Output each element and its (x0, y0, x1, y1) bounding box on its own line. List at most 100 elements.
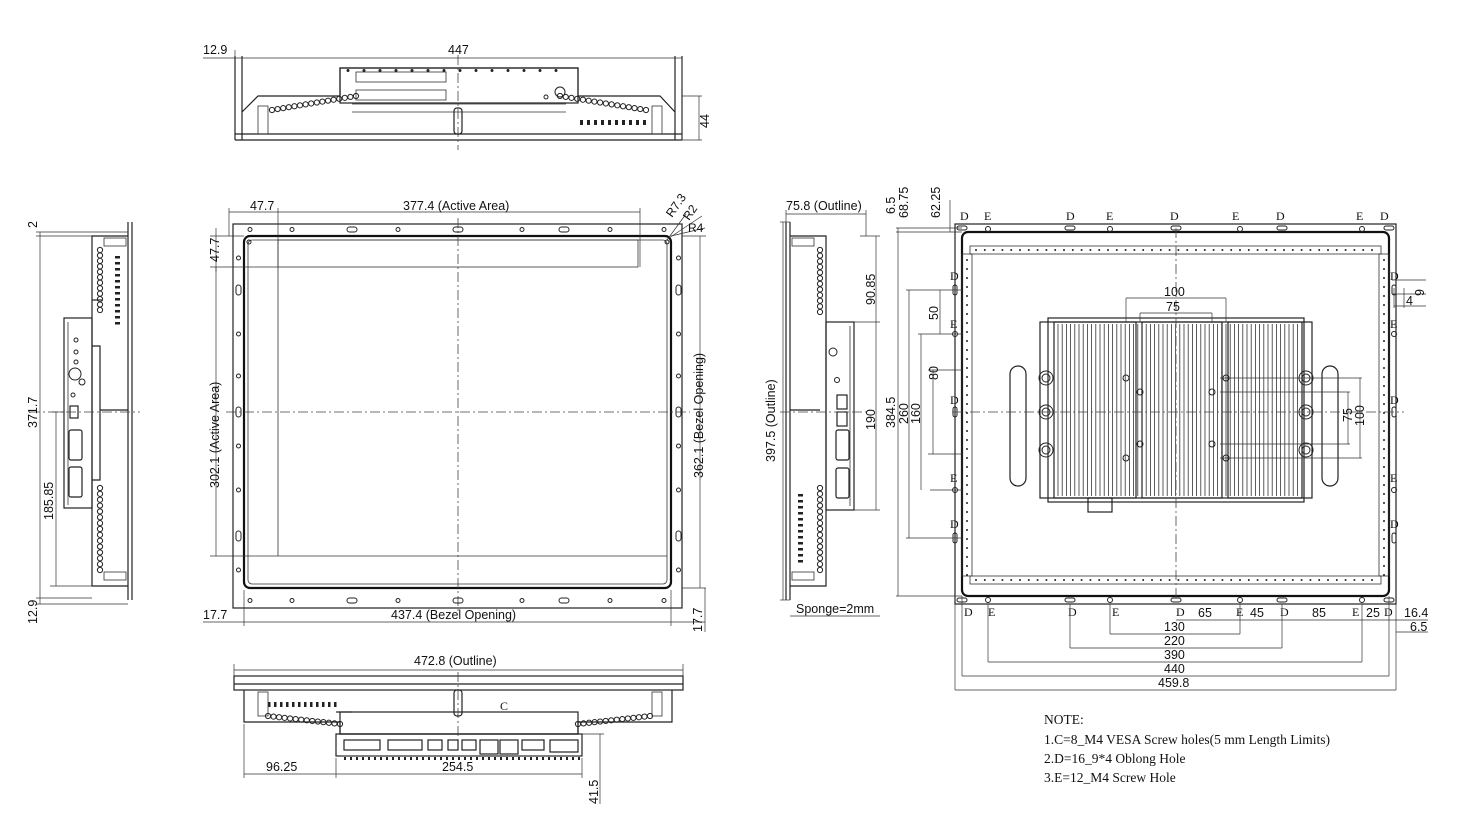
edge-dot (983, 249, 986, 251)
edge-dot (1383, 502, 1385, 504)
hole-tag: E (1390, 471, 1397, 485)
pin-tick (470, 757, 472, 760)
left-dim-height: 371.7 (26, 397, 40, 428)
edge-dot (1036, 249, 1039, 251)
fastener-dot (816, 297, 824, 304)
pin-tick (530, 757, 532, 760)
marker-tick (115, 310, 120, 313)
standoff-inner (1301, 445, 1311, 455)
rear-dim-row-85: 85 (1312, 606, 1326, 620)
marker-tick (115, 268, 120, 271)
screw-dot (442, 69, 446, 72)
screw-hole (236, 373, 241, 379)
fastener-dot (96, 301, 104, 308)
edge-dot (966, 466, 968, 468)
marker-tick (594, 120, 597, 125)
edge-dot (966, 331, 968, 333)
edge-dot (1098, 579, 1101, 581)
marker-tick (115, 274, 120, 277)
fastener-dot (614, 102, 621, 109)
edge-dot (1344, 579, 1347, 581)
fastener-dot (302, 101, 309, 108)
front-dim-bezel-height: 362.1 (Bezel Opening) (692, 353, 706, 478)
right-side-view: 75.8 (Outline) 397.5 (Outline) 90.85 190… (764, 199, 880, 617)
screw-hole (395, 227, 401, 232)
right-dim-outline-height: 397.5 (Outline) (764, 379, 778, 462)
edge-dot (966, 259, 968, 261)
edge-dot (1383, 349, 1385, 351)
edge-dot (1371, 579, 1373, 581)
fastener-dot (816, 537, 824, 544)
marker-tick (316, 702, 319, 707)
fastener-dot (96, 257, 104, 265)
edge-dot (966, 439, 968, 441)
hole-tag: D (1384, 605, 1393, 619)
notes-block: NOTE: 1.C=8_M4 VESA Screw holes(5 mm Len… (1044, 712, 1330, 785)
oblong-hole (346, 226, 358, 233)
edge-dot (1177, 579, 1180, 581)
front-dim-active-height: 302.1 (Active Area) (208, 382, 222, 488)
edge-dot (1133, 579, 1136, 581)
edge-dot (1318, 579, 1321, 581)
edge-dot (1318, 249, 1321, 251)
screw-dot (554, 69, 558, 72)
edge-dot (1071, 249, 1074, 251)
pin-tick (542, 757, 544, 760)
edge-dot (1045, 249, 1048, 251)
pin-tick (494, 757, 496, 760)
screw-hole (247, 227, 253, 232)
fastener-dot (347, 93, 354, 101)
edge-dot (1383, 403, 1385, 405)
edge-dot (1300, 579, 1303, 581)
edge-dot (966, 322, 968, 324)
rear-dim-slot-4: 4 (1406, 294, 1413, 308)
pin-tick (398, 757, 400, 760)
marker-tick (798, 530, 803, 533)
vesa-screw-hole (1208, 440, 1216, 448)
pin-tick (464, 757, 466, 760)
fastener-dot (96, 549, 104, 556)
rear-dim-bottom-0: 130 (1164, 620, 1185, 634)
rear-dim-left-0: 6.5 (884, 197, 898, 214)
screw-hole (676, 255, 681, 261)
pin-tick (440, 757, 442, 760)
fastener-dot (96, 246, 104, 254)
fastener-dot (96, 279, 104, 286)
fastener-dot (281, 714, 288, 721)
marker-tick (328, 702, 331, 707)
fastener-dot (96, 502, 104, 509)
screw-hole (519, 227, 525, 232)
fastener-dot (816, 263, 824, 271)
pin-tick (566, 757, 568, 760)
rear-dim-slot-9: 9 (1413, 289, 1427, 296)
io-port (387, 739, 423, 751)
fastener-dot (816, 525, 824, 533)
fastener-dot (816, 514, 824, 521)
rear-dim-left-5: 160 (909, 403, 923, 424)
edge-dot (1383, 304, 1385, 306)
edge-dot (1383, 340, 1385, 342)
edge-dot (1383, 430, 1385, 432)
edge-dot (1383, 268, 1385, 270)
pin-tick (572, 757, 574, 760)
edge-dot (1036, 579, 1039, 581)
screw-dot (458, 69, 462, 72)
edge-dot (966, 529, 968, 531)
vesa-screw-hole (1208, 388, 1216, 396)
edge-dot (1383, 529, 1385, 531)
right-dim-upper: 90.85 (864, 274, 878, 305)
standoff (1038, 370, 1054, 386)
edge-dot (1124, 579, 1127, 581)
fastener-dot (816, 252, 824, 259)
fastener-dot (568, 94, 575, 101)
bottom-dim-outline-width: 472.8 (Outline) (414, 654, 497, 668)
fastener-dot (641, 713, 648, 720)
edge-dot (1151, 579, 1153, 581)
edge-dot (966, 430, 968, 432)
edge-dot (966, 511, 968, 513)
screw-dot (362, 69, 366, 72)
bottom-label-c: C (500, 699, 508, 713)
front-dim-left-margin: 47.7 (250, 199, 274, 213)
screw-dot (506, 69, 510, 72)
marker-tick (798, 560, 803, 563)
